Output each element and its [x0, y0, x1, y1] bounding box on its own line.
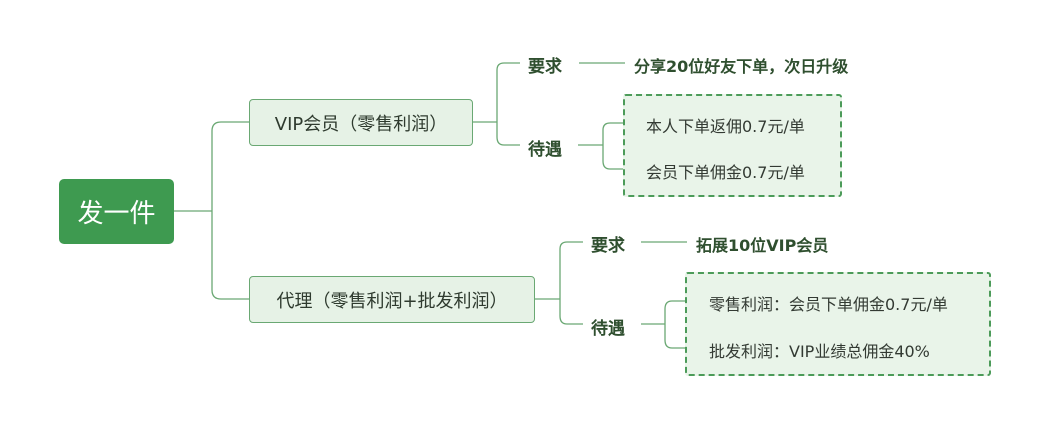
agent-benefit-label: 待遇: [591, 319, 625, 339]
root-label: 发一件: [77, 199, 156, 229]
branch-vip-label: VIP会员（零售利润）: [274, 113, 448, 135]
agent-requirement-value: 拓展10位VIP会员: [696, 236, 829, 255]
branch-agent-label: 代理（零售利润+批发利润）: [276, 290, 508, 312]
agent-benefit-item-2: 批发利润：VIP业绩总佣金40%: [709, 342, 930, 361]
agent-benefit-item-1: 零售利润：会员下单佣金0.7元/单: [709, 295, 948, 314]
vip-benefit-item-1: 本人下单返佣0.7元/单: [646, 117, 805, 136]
vip-requirement-label: 要求: [528, 57, 562, 77]
agent-requirement-label: 要求: [591, 236, 625, 256]
vip-benefit-label: 待遇: [528, 140, 562, 160]
branch-agent-node[interactable]: 代理（零售利润+批发利润）: [249, 276, 535, 323]
vip-benefit-item-2: 会员下单佣金0.7元/单: [646, 163, 805, 182]
vip-requirement-value: 分享20位好友下单，次日升级: [634, 57, 849, 76]
vip-benefit-box: [623, 94, 842, 197]
root-node[interactable]: 发一件: [59, 179, 174, 244]
branch-vip-node[interactable]: VIP会员（零售利润）: [249, 99, 473, 146]
agent-benefit-box: [685, 272, 991, 376]
